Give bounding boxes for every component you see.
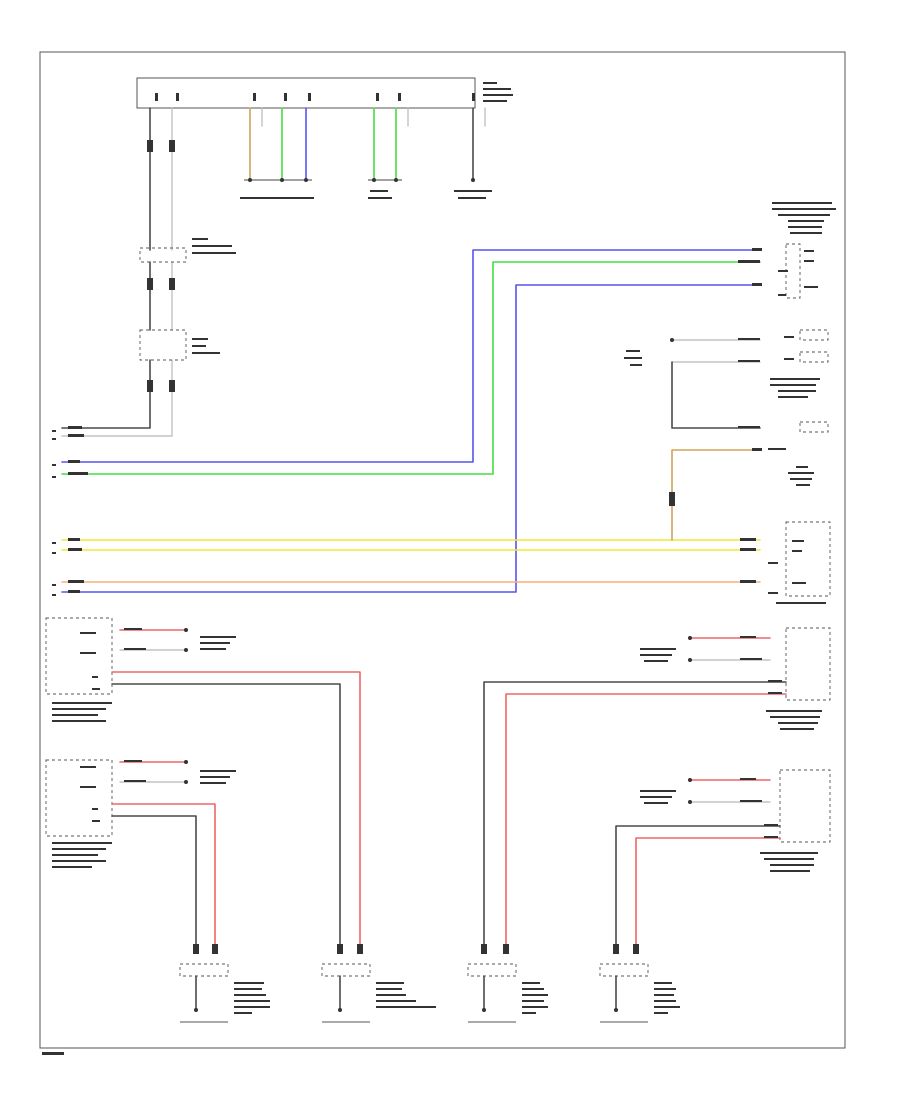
right-middle-connector xyxy=(624,329,829,433)
top-drop-wires xyxy=(249,107,486,179)
top-connector-pins xyxy=(155,93,475,101)
top-drop-terminals xyxy=(240,178,492,199)
long-route-wires xyxy=(61,249,761,593)
inline-connector-2 xyxy=(139,329,220,361)
bottom-connector-1 xyxy=(179,944,270,1023)
top-connector-label xyxy=(483,82,513,102)
tan-wire-label xyxy=(669,448,814,506)
top-connector-block xyxy=(136,77,476,109)
left-connector-stubs xyxy=(52,426,88,596)
trunk-wires-left xyxy=(61,107,173,437)
bottom-connector-4 xyxy=(599,944,680,1023)
bottom-connector-3 xyxy=(467,944,548,1023)
right-door-module-2 xyxy=(615,769,831,946)
left-door-module-2 xyxy=(45,759,236,946)
left-door-module-1 xyxy=(45,617,361,946)
diagram-frame xyxy=(39,51,846,1049)
trunk-wire-labels xyxy=(147,140,175,392)
bottom-connector-2 xyxy=(321,944,436,1023)
right-main-connector xyxy=(740,521,831,604)
inline-connector-1 xyxy=(139,238,236,263)
footer-code-mark xyxy=(42,1052,64,1055)
right-top-connector xyxy=(738,202,836,299)
right-door-module-1 xyxy=(483,627,831,946)
